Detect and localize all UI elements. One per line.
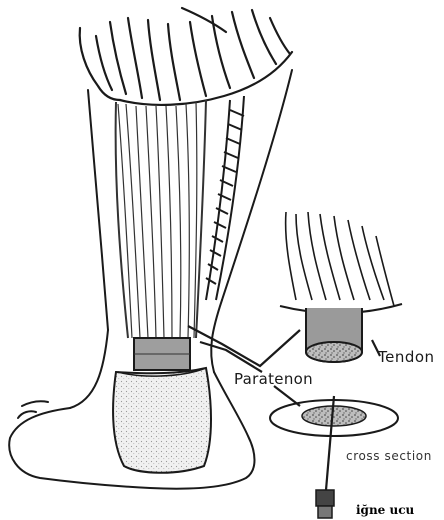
heel-pad bbox=[113, 368, 211, 473]
rope-strand bbox=[206, 96, 244, 300]
calf-muscle bbox=[80, 8, 292, 105]
paratenon-label: Paratenon bbox=[234, 370, 313, 388]
tendon-detail bbox=[280, 212, 402, 313]
cross-section-label: cross section bbox=[346, 449, 432, 463]
tendon-collar bbox=[134, 338, 190, 370]
needle-tip-label: iğne ucu bbox=[356, 503, 415, 517]
tendon-cut-end bbox=[306, 308, 362, 362]
tendon-label: Tendon bbox=[377, 348, 435, 366]
achilles-tendon bbox=[116, 100, 206, 338]
